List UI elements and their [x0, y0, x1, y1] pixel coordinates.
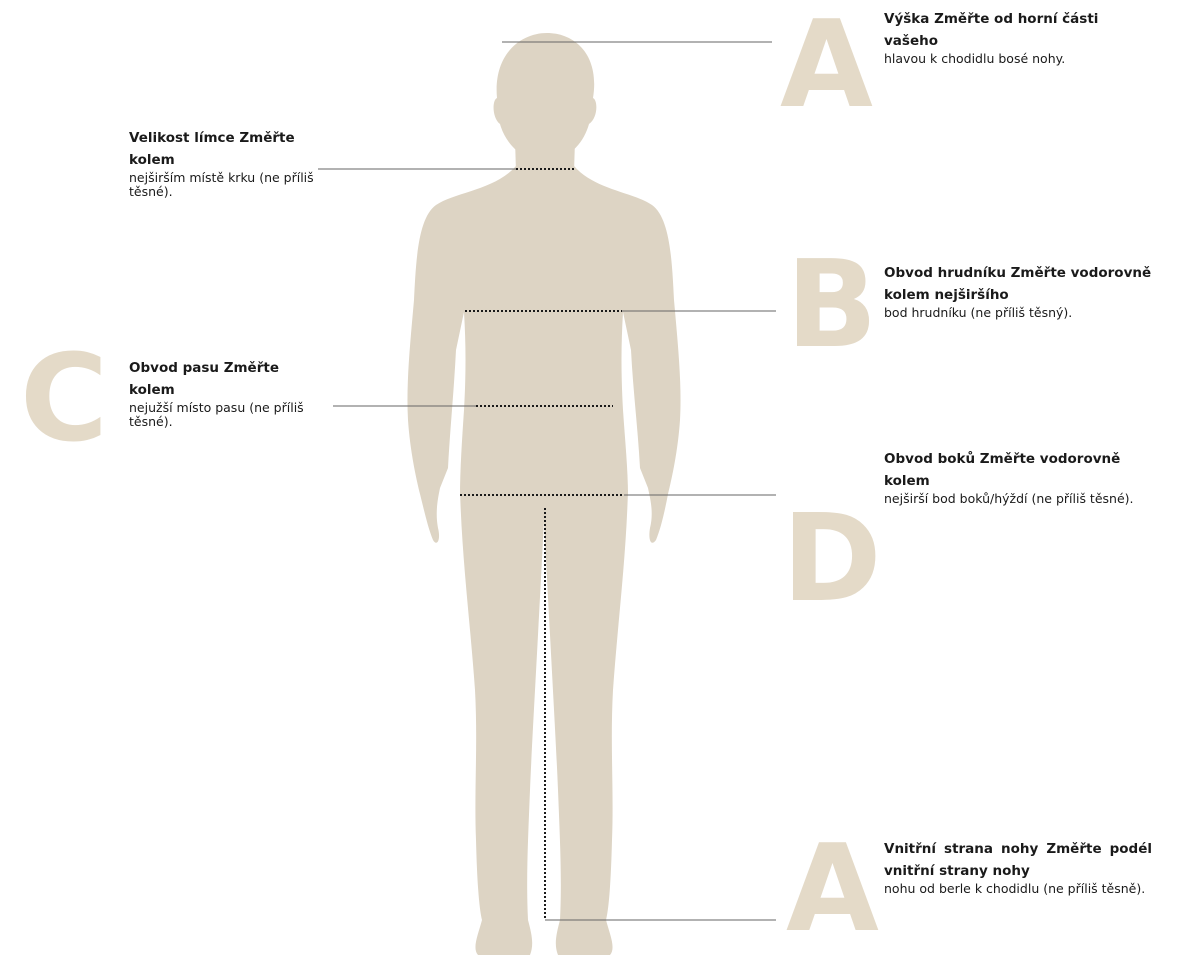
inseam-label: Vnitřní strana nohy Změřte podél vnitřní… [884, 838, 1152, 896]
chest-label: Obvod hrudníku Změřte vodorovně kolem ne… [884, 262, 1189, 320]
chest-desc: bod hrudníku (ne příliš těsný). [884, 306, 1189, 320]
hip-title: Obvod boků Změřte vodorovně kolem [884, 448, 1159, 492]
waist-title: Obvod pasu Změřte kolem [129, 357, 309, 401]
inseam-title: Vnitřní strana nohy Změřte podél vnitřní… [884, 838, 1152, 882]
hip-label: Obvod boků Změřte vodorovně kolem nejšir… [884, 448, 1159, 506]
height-title: Výška Změřte od horní části vašeho [884, 8, 1144, 52]
chest-title: Obvod hrudníku Změřte vodorovně kolem ne… [884, 262, 1189, 306]
collar-desc: nejširším místě krku (ne příliš těsné). [129, 171, 321, 199]
waist-label: Obvod pasu Změřte kolem nejužší místo pa… [129, 357, 309, 429]
waist-desc: nejužší místo pasu (ne příliš těsné). [129, 401, 309, 429]
collar-label: Velikost límce Změřte kolem nejširším mí… [129, 127, 321, 199]
inseam-desc: nohu od berle k chodidlu (ne příliš těsn… [884, 882, 1152, 896]
hip-desc: nejširší bod boků/hýždí (ne příliš těsné… [884, 492, 1159, 506]
collar-title: Velikost límce Změřte kolem [129, 127, 321, 171]
height-label: Výška Změřte od horní části vašeho hlavo… [884, 8, 1144, 66]
height-desc: hlavou k chodidlu bosé nohy. [884, 52, 1144, 66]
